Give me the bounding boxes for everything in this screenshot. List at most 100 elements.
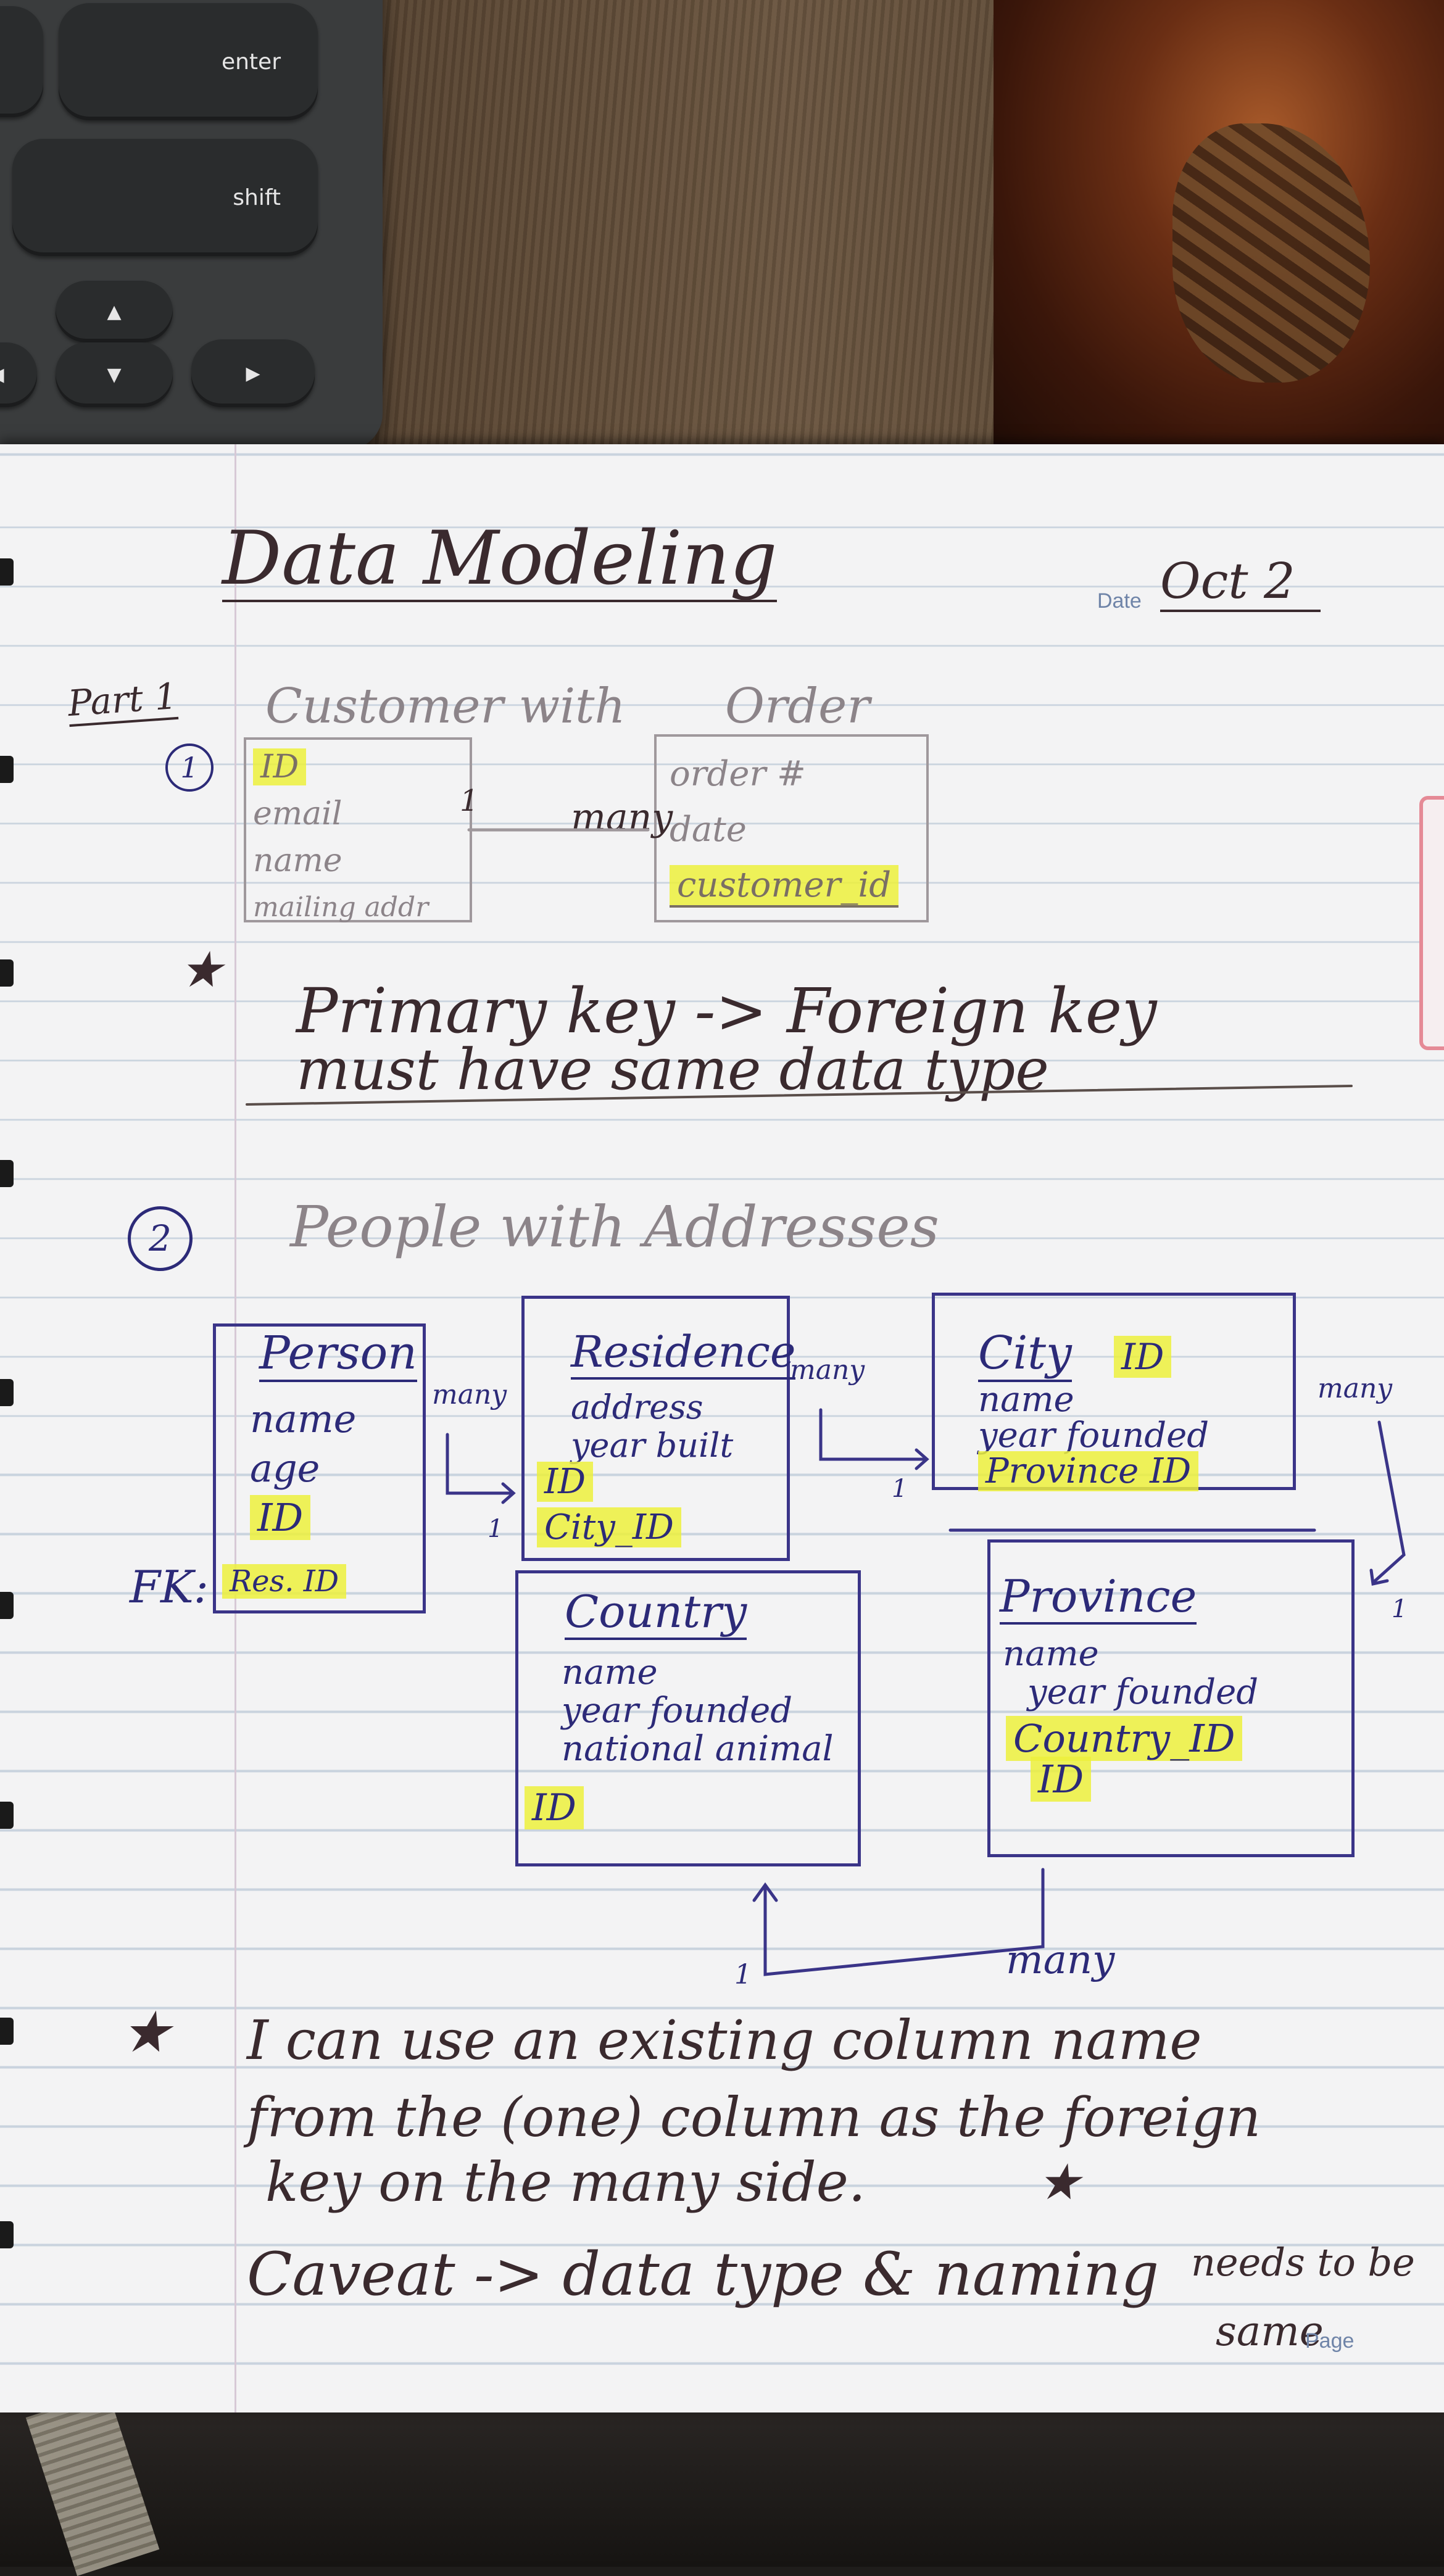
note2-line1: I can use an existing column name bbox=[247, 2008, 1202, 2072]
rel-person-residence-many: many bbox=[432, 1379, 507, 1410]
note2-line5: same bbox=[1216, 2308, 1324, 2355]
note2-line3: key on the many side. bbox=[265, 2150, 866, 2214]
residence-key-list: ID City_ID bbox=[537, 1459, 681, 1551]
city-id-field: ID bbox=[1114, 1336, 1172, 1378]
person-name-field: name bbox=[250, 1396, 357, 1441]
star-icon: ★ bbox=[120, 1999, 172, 2065]
city-name-field: name bbox=[978, 1380, 1074, 1420]
residence-entity bbox=[521, 1296, 790, 1561]
binder-hole bbox=[0, 2221, 14, 2248]
order-date-field: date bbox=[670, 810, 747, 850]
person-res-id-field: Res. ID bbox=[222, 1564, 347, 1599]
key-partial-top[interactable] bbox=[0, 6, 43, 117]
person-age-field: age bbox=[250, 1446, 320, 1491]
wood-grain bbox=[370, 0, 1006, 457]
part1-number: 1 bbox=[165, 743, 214, 792]
arrow-right-key[interactable]: ▶ bbox=[191, 339, 315, 407]
binder-hole bbox=[0, 1592, 14, 1619]
margin-line bbox=[234, 444, 236, 2412]
customer-field: ID bbox=[253, 743, 428, 790]
part2-number: 2 bbox=[128, 1206, 193, 1271]
province-field-list: name year founded bbox=[1003, 1635, 1258, 1712]
binder-hole bbox=[0, 1160, 14, 1187]
rel-person-residence-one: 1 bbox=[488, 1515, 504, 1543]
order-number-field: order # bbox=[670, 754, 806, 794]
residence-title: Residence bbox=[571, 1327, 796, 1380]
rel-city-province-one: 1 bbox=[1392, 1595, 1408, 1623]
country-animal-field: national animal bbox=[562, 1729, 834, 1769]
star-icon: ★ bbox=[179, 941, 223, 998]
rel-residence-city-many: many bbox=[790, 1354, 865, 1386]
fk-label: FK: bbox=[130, 1561, 209, 1613]
arrow-right-icon: ▶ bbox=[246, 362, 260, 384]
order-entity bbox=[654, 734, 929, 922]
part2-heading: People with Addresses bbox=[290, 1194, 939, 1260]
binder-hole bbox=[0, 558, 14, 586]
province-year-field: year founded bbox=[1027, 1672, 1259, 1712]
province-key-list: Country_ID ID bbox=[1006, 1716, 1243, 1802]
binder-hole bbox=[0, 756, 14, 783]
arrow-left-icon: ◀ bbox=[0, 364, 4, 386]
province-country-id-field: Country_ID bbox=[1006, 1716, 1243, 1761]
customer-field-list: ID email name mailing addr bbox=[253, 743, 428, 931]
residence-year-field: year built bbox=[571, 1426, 734, 1465]
rel-province-country-one: 1 bbox=[734, 1959, 752, 1990]
notebook-page bbox=[0, 444, 1444, 2412]
rel-residence-city-one: 1 bbox=[892, 1475, 908, 1503]
rel-city-province-many: many bbox=[1317, 1373, 1393, 1404]
customer-name-field: name bbox=[253, 842, 342, 879]
city-title: City bbox=[978, 1327, 1072, 1382]
order-field-list: order # date customer_id bbox=[670, 747, 899, 913]
country-id-field: ID bbox=[525, 1786, 584, 1829]
country-title: Country bbox=[565, 1586, 747, 1640]
part1-rel-one: 1 bbox=[460, 784, 479, 818]
arrow-up-key[interactable]: ▲ bbox=[56, 281, 173, 342]
note2-line4-end: needs to be bbox=[1191, 2240, 1415, 2285]
arrow-up-icon: ▲ bbox=[107, 300, 122, 323]
province-id-field: ID bbox=[1031, 1757, 1092, 1802]
enter-key-label: enter bbox=[221, 49, 281, 75]
province-name-field: name bbox=[1003, 1634, 1099, 1674]
residence-address-field: address bbox=[571, 1388, 703, 1427]
country-field-list: name year founded national animal bbox=[562, 1654, 834, 1768]
arrow-down-key[interactable]: ▼ bbox=[56, 342, 173, 407]
residence-city-id-field: City_ID bbox=[537, 1507, 681, 1547]
note2-line2: from the (one) column as the foreign bbox=[247, 2085, 1261, 2149]
city-year-field: year founded bbox=[978, 1415, 1210, 1456]
part1-heading-left: Customer with bbox=[265, 679, 626, 734]
country-name-field: name bbox=[562, 1652, 658, 1692]
customer-id-field: ID bbox=[253, 748, 307, 785]
residence-id-field: ID bbox=[537, 1462, 594, 1502]
binder-hole bbox=[0, 959, 14, 987]
person-field-list: name age ID bbox=[250, 1394, 356, 1543]
artwork-detail bbox=[1172, 123, 1370, 383]
rel-province-country-many: many bbox=[1006, 1937, 1115, 1983]
enter-key[interactable]: enter bbox=[59, 3, 318, 120]
person-id-field: ID bbox=[250, 1495, 311, 1540]
part1-heading-right: Order bbox=[725, 679, 870, 734]
country-entity bbox=[515, 1570, 861, 1866]
province-title: Province bbox=[1000, 1570, 1197, 1625]
arrow-down-icon: ▼ bbox=[107, 364, 122, 386]
province-entity bbox=[987, 1539, 1355, 1857]
customer-address-field: mailing addr bbox=[253, 892, 429, 923]
page-label: Page bbox=[1305, 2329, 1355, 2353]
star-icon: ★ bbox=[1037, 2153, 1081, 2211]
part1-rel-many: many bbox=[571, 796, 673, 839]
binder-hole bbox=[0, 1802, 14, 1829]
note2-line4: Caveat -> data type & naming bbox=[247, 2240, 1160, 2309]
shift-key[interactable]: shift bbox=[12, 139, 318, 256]
residence-field-list: address year built bbox=[571, 1388, 733, 1465]
page-tab bbox=[1419, 796, 1444, 1050]
date-value: Oct 2 bbox=[1160, 552, 1321, 612]
customer-email-field: email bbox=[253, 795, 342, 832]
person-entity bbox=[213, 1323, 426, 1613]
city-field-list: name year founded Province ID bbox=[978, 1380, 1210, 1491]
note1-line2: must have same data type bbox=[296, 1037, 1049, 1103]
person-title: Person bbox=[259, 1327, 417, 1382]
binder-hole bbox=[0, 1379, 14, 1406]
country-year-field: year founded bbox=[562, 1691, 793, 1731]
note1-line1: Primary key -> Foreign key bbox=[296, 975, 1157, 1047]
lap-background bbox=[0, 2406, 1444, 2567]
date-label: Date bbox=[1097, 589, 1142, 613]
